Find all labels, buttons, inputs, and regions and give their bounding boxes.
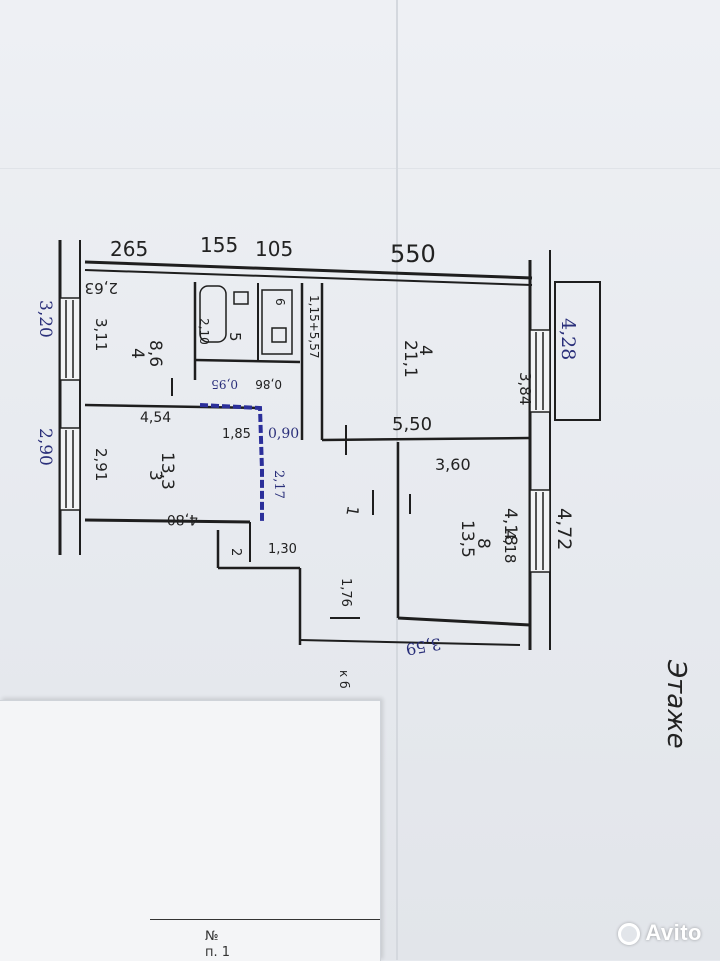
dim-left-2: 2,90 (35, 428, 55, 466)
big-room-depth: 3,84 (516, 372, 534, 405)
overlapping-paper: № п. 1 (0, 700, 381, 961)
corridor-num: 1 (342, 504, 362, 517)
corner-text-1: № (205, 929, 219, 944)
form-line (150, 919, 380, 920)
bath-dim-1: 2,10 (197, 318, 211, 345)
wall-big-bottom (321, 436, 531, 442)
room3-top3: 0,90 (268, 426, 299, 442)
corridor-dim-3: 1,76 (338, 578, 353, 607)
room8-area: 13,5 (457, 520, 477, 558)
outer-wall-bottom-outer (299, 639, 521, 646)
balcony (554, 281, 601, 421)
room3-depth: 2,91 (92, 448, 110, 481)
fold-line (0, 168, 720, 169)
bath-dim-2: 0,95 (211, 377, 238, 391)
room4-depth: 3,11 (92, 318, 110, 351)
room8-width: 3,60 (435, 455, 471, 474)
dim-top-1: 265 (110, 237, 148, 261)
wall-room3-bottom (84, 518, 251, 524)
room8-num: 8 (473, 538, 493, 549)
room3-top2: 1,85 (222, 427, 251, 442)
bath-wc-num: 6 (273, 298, 287, 306)
room2-num: 2 (228, 548, 243, 556)
window-right-1 (529, 329, 551, 413)
window-left-2 (59, 427, 81, 511)
dim-top-2: 155 (200, 233, 238, 257)
outer-wall-top (84, 260, 533, 280)
corner-text-2: п. 1 (205, 945, 231, 960)
side-note: Этаже (661, 659, 691, 749)
bath-dim-3: 0,86 (255, 377, 282, 391)
outer-wall-top-inner (84, 269, 533, 286)
corridor-dim-2: 1,30 (268, 542, 297, 557)
avito-logo-icon (618, 923, 641, 946)
dim-right-2: 4,72 (553, 508, 575, 550)
dim-left-1: 3,20 (35, 300, 55, 338)
hand-partition (199, 403, 264, 522)
bathtub (199, 285, 227, 343)
sink (233, 291, 249, 305)
big-room-num: 4 (415, 345, 435, 356)
dim-right-1: 4,18 (500, 508, 520, 546)
toilet-room (261, 289, 293, 355)
balcony-label: 4,28 (557, 318, 579, 360)
big-room-width: 5,50 (392, 414, 432, 435)
corridor-dim-4: 1,15+5,57 (307, 295, 321, 359)
room3-num: 3 (145, 470, 165, 481)
dim-top-4: 550 (390, 240, 436, 268)
watermark-text: Avito (645, 920, 702, 945)
room3-top: 4,54 (140, 410, 171, 426)
dim-top-3: 105 (255, 237, 293, 261)
bottom-note: к б (337, 670, 351, 688)
outer-wall-bottom (397, 616, 531, 627)
window-right-2 (529, 489, 551, 573)
room3-width: 4,80 (167, 511, 198, 527)
window-left-1 (59, 297, 81, 381)
toilet (271, 327, 287, 343)
wall-bath-bottom (194, 358, 301, 364)
corridor-dim-1: 2,17 (271, 470, 286, 499)
room4-width: 2,63 (85, 279, 118, 297)
wall-room4-bottom (84, 403, 261, 410)
room8-depth: 4,18 (501, 530, 519, 563)
dim-bottom: 3,59 (404, 634, 442, 659)
bath-num: 5 (226, 332, 244, 342)
big-room-area: 21,1 (400, 340, 420, 378)
room3-area: 13,3 (157, 452, 177, 490)
avito-watermark: Avito (618, 920, 702, 946)
room4-num: 4 (127, 348, 147, 359)
room4-area: 8,6 (145, 340, 165, 367)
